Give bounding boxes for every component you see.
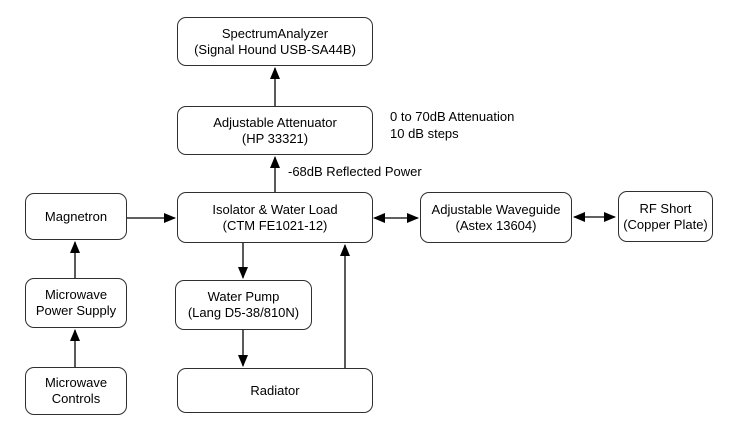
node-isolator-water-load: Isolator & Water Load (CTM FE1021-12) [177, 192, 373, 243]
node-label: Adjustable Waveguide [431, 201, 561, 217]
node-magnetron: Magnetron [25, 193, 127, 240]
annotation-attenuation-range: 0 to 70dB Attenuation 10 dB steps [390, 108, 514, 142]
annotation-reflected-power: -68dB Reflected Power [288, 164, 422, 179]
node-microwave-power-supply: Microwave Power Supply [25, 278, 127, 328]
node-sublabel: Power Supply [35, 303, 117, 318]
node-label: Adjustable Attenuator [213, 114, 337, 130]
node-sublabel: (Copper Plate) [623, 216, 708, 232]
node-microwave-controls: Microwave Controls [25, 367, 127, 415]
node-sublabel: (CTM FE1021-12) [222, 217, 328, 233]
node-sublabel: Controls [51, 391, 101, 406]
node-adjustable-waveguide: Adjustable Waveguide (Astex 13604) [420, 192, 572, 243]
node-sublabel: (Lang D5-38/810N) [187, 305, 300, 320]
node-spectrum-analyzer: SpectrumAnalyzer (Signal Hound USB-SA44B… [177, 17, 373, 66]
node-rf-short: RF Short (Copper Plate) [618, 191, 713, 242]
node-label: SpectrumAnalyzer [221, 25, 329, 41]
node-label: Microwave [44, 287, 108, 302]
node-adjustable-attenuator: Adjustable Attenuator (HP 33321) [177, 106, 373, 155]
node-label: Microwave [44, 375, 108, 390]
node-radiator: Radiator [177, 368, 373, 413]
annotation-line: 0 to 70dB Attenuation [390, 109, 515, 124]
node-water-pump: Water Pump (Lang D5-38/810N) [175, 280, 312, 330]
node-sublabel: (Astex 13604) [455, 217, 537, 233]
node-sublabel: (Signal Hound USB-SA44B) [194, 41, 356, 57]
annotation-line: 10 dB steps [390, 126, 459, 141]
node-label: Magnetron [44, 208, 108, 224]
node-label: RF Short [639, 200, 692, 216]
node-label: Isolator & Water Load [212, 201, 338, 217]
node-label: Radiator [250, 382, 300, 398]
node-label: Water Pump [207, 289, 280, 304]
node-sublabel: (HP 33321) [241, 130, 309, 146]
